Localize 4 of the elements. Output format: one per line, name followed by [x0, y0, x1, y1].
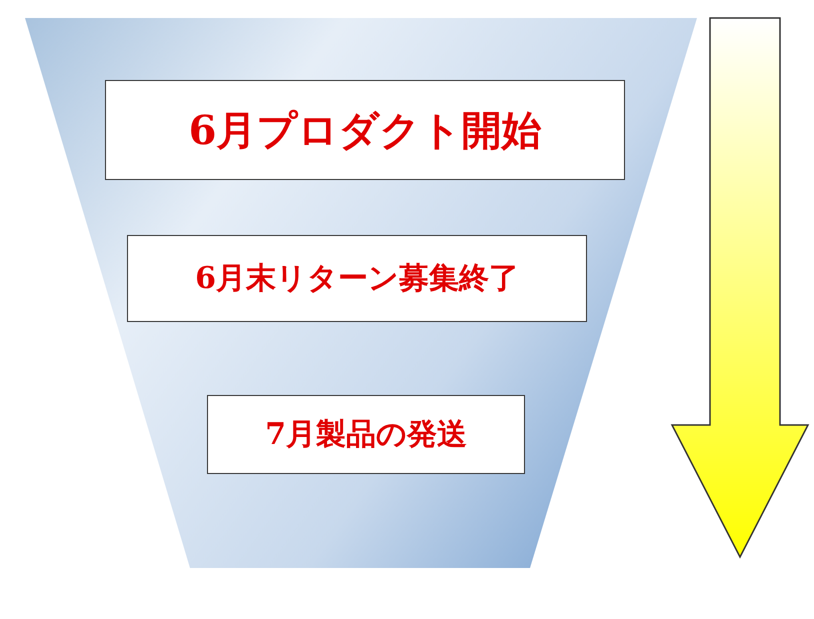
- milestone-box: 7月製品の発送: [207, 395, 525, 474]
- funnel-band: [25, 18, 697, 568]
- milestone-box: 6月プロダクト開始: [105, 80, 625, 180]
- milestone-box: 6月末リターン募集終了: [127, 235, 587, 322]
